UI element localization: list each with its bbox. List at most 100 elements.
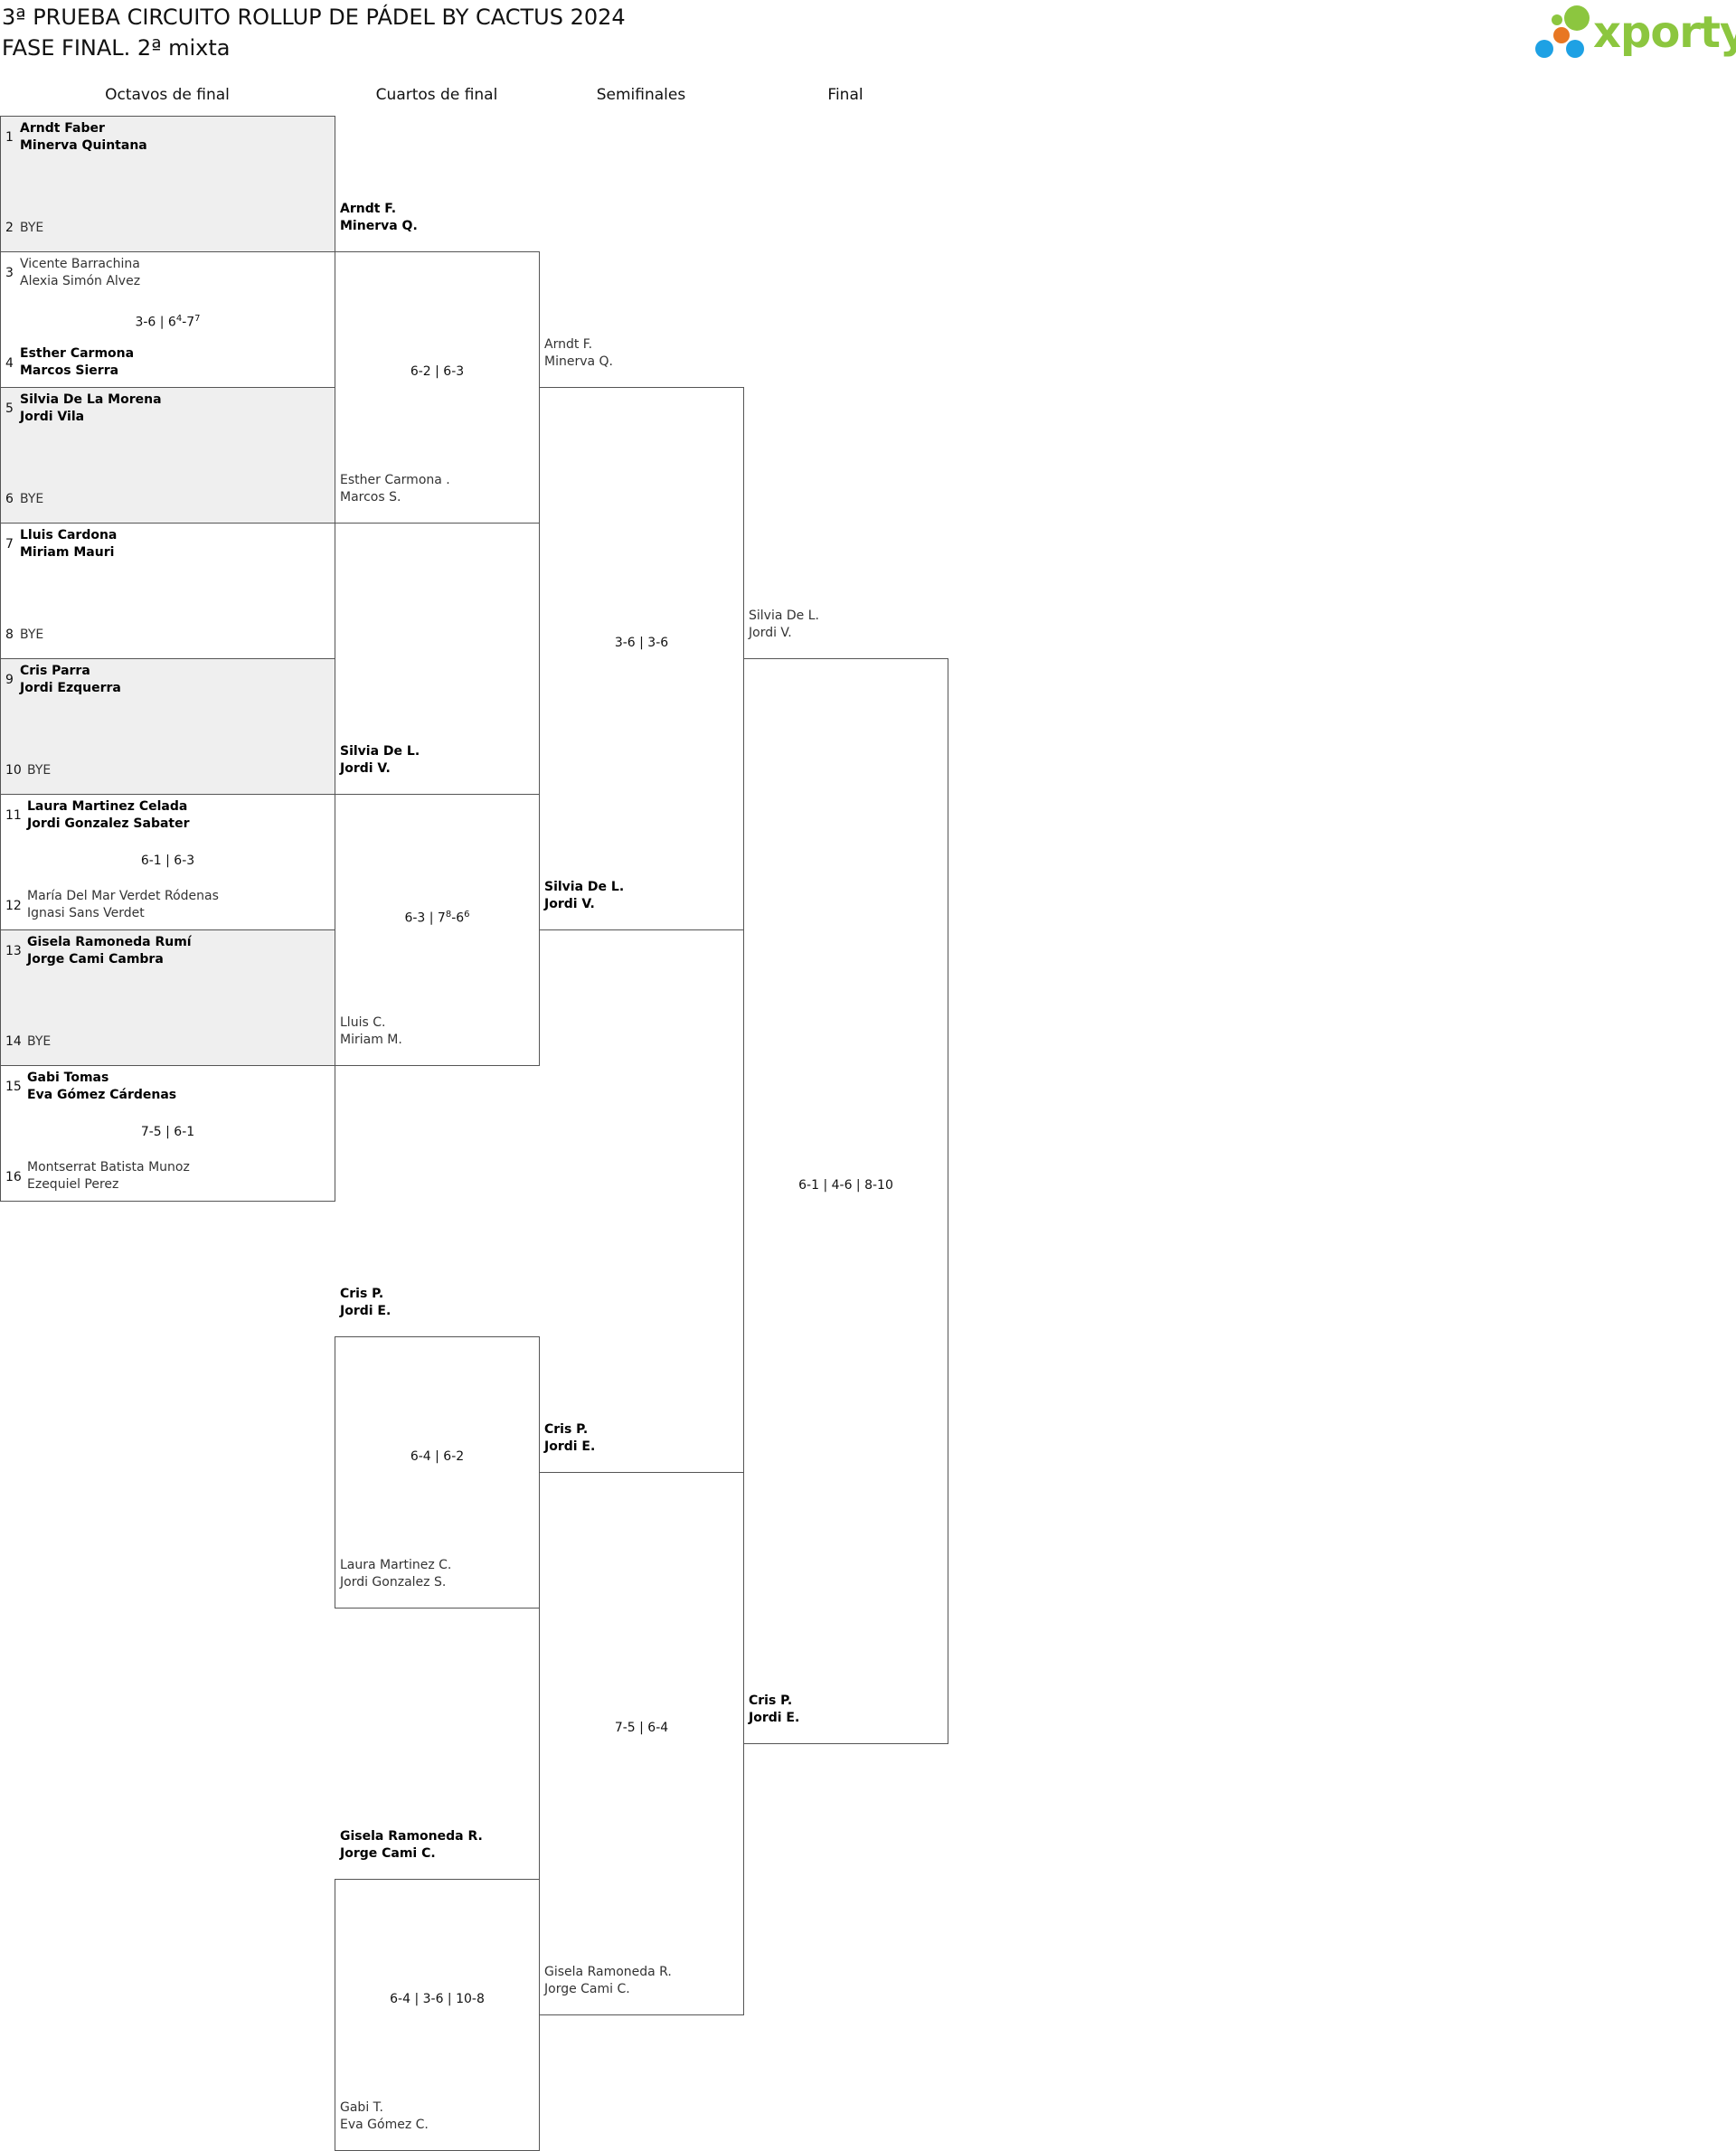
page-title: 3ª PRUEBA CIRCUITO ROLLUP DE PÁDEL BY CA… [2, 5, 626, 30]
final-pair-bottom: Jordi E. [749, 1711, 800, 1725]
qf-pair-top: Silvia De L. [340, 744, 420, 759]
bye-label: BYE [27, 1034, 52, 1049]
sf-pair-top: Cris P. [544, 1422, 589, 1437]
xporty-logo: xporty [1533, 4, 1736, 61]
match-score: 6-1 | 4-6 | 8-10 [798, 1178, 893, 1193]
r16-pair-top: Gabi Tomas [27, 1071, 109, 1085]
qf-pair-bottom: Gabi T. [340, 2100, 383, 2115]
round-header-qf: Cuartos de final [375, 86, 498, 104]
r16-pair-bottom: Esther Carmona [20, 346, 135, 361]
r16-pair-bottom: María Del Mar Verdet Ródenas [27, 889, 219, 903]
sf-match-box [539, 387, 744, 930]
qf-pair-top: Gisela Ramoneda R. [340, 1829, 483, 1844]
final-match-box [743, 658, 948, 1744]
seed-number: 5 [5, 401, 14, 416]
r16-pair-top: Vicente Barrachina [20, 257, 140, 271]
sf-pair-bottom: Silvia De L. [544, 880, 625, 894]
qf-pair-top: Jorge Cami C. [340, 1846, 436, 1861]
qf-pair-bottom: Eva Gómez C. [340, 2118, 429, 2132]
match-score: 3-6 | 3-6 [614, 636, 669, 650]
r16-pair-top: Jorge Cami Cambra [27, 952, 164, 967]
round-header-final: Final [827, 86, 863, 104]
match-score: 6-4 | 6-2 [410, 1449, 465, 1464]
seed-number: 8 [5, 627, 14, 642]
r16-pair-top: Jordi Gonzalez Sabater [27, 816, 190, 831]
sf-pair-top: Arndt F. [544, 337, 593, 352]
qf-pair-top: Jordi E. [340, 1304, 392, 1318]
seed-number: 1 [5, 130, 14, 145]
r16-match-box [0, 387, 335, 524]
sf-pair-top: Minerva Q. [544, 354, 613, 369]
r16-pair-top: Miriam Mauri [20, 545, 115, 560]
final-pair-bottom: Cris P. [749, 1693, 793, 1708]
logo-dot-orange [1553, 27, 1570, 43]
sf-pair-top: Jordi E. [544, 1439, 596, 1454]
logo-dot-blue-right [1566, 40, 1584, 58]
r16-pair-top: Jordi Ezquerra [20, 681, 121, 695]
seed-number: 15 [5, 1080, 22, 1094]
bye-label: BYE [20, 627, 44, 642]
match-score: 6-1 | 6-3 [140, 854, 195, 868]
seed-number: 11 [5, 808, 22, 823]
r16-match-box [0, 1065, 335, 1202]
r16-match-box [0, 658, 335, 795]
seed-number: 7 [5, 537, 14, 552]
seed-number: 16 [5, 1170, 22, 1184]
sf-pair-bottom: Gisela Ramoneda R. [544, 1965, 672, 1979]
match-score: 6-3 | 78-66 [404, 910, 470, 926]
logo-dot-blue [1535, 40, 1553, 58]
logo-wordmark: xporty [1593, 7, 1736, 58]
match-score: 7-5 | 6-4 [614, 1721, 669, 1735]
qf-pair-bottom: Marcos S. [340, 490, 401, 505]
match-score: 3-6 | 64-77 [135, 314, 201, 330]
sf-match-box [539, 1472, 744, 2015]
r16-pair-bottom: Montserrat Batista Munoz [27, 1160, 190, 1175]
r16-pair-bottom: Marcos Sierra [20, 363, 119, 378]
bye-label: BYE [27, 763, 52, 778]
qf-pair-bottom: Jordi Gonzalez S. [340, 1575, 447, 1590]
r16-pair-top: Silvia De La Morena [20, 392, 162, 407]
seed-number: 13 [5, 944, 22, 958]
r16-pair-bottom: Ezequiel Perez [27, 1177, 119, 1192]
seed-number: 4 [5, 356, 14, 371]
sf-pair-bottom: Jordi V. [544, 897, 595, 911]
bye-label: BYE [20, 221, 44, 235]
bye-label: BYE [20, 492, 44, 506]
r16-pair-top: Minerva Quintana [20, 138, 147, 153]
sf-pair-bottom: Jorge Cami C. [544, 1982, 630, 1996]
page-header: 3ª PRUEBA CIRCUITO ROLLUP DE PÁDEL BY CA… [2, 2, 626, 63]
r16-pair-top: Arndt Faber [20, 121, 105, 136]
final-pair-top: Silvia De L. [749, 609, 819, 623]
page-subtitle: FASE FINAL. 2ª mixta [2, 35, 231, 61]
match-score: 7-5 | 6-1 [140, 1125, 195, 1139]
seed-number: 3 [5, 266, 14, 280]
r16-pair-top: Laura Martinez Celada [27, 799, 188, 814]
seed-number: 12 [5, 899, 22, 913]
r16-match-box [0, 929, 335, 1066]
final-pair-top: Jordi V. [749, 626, 792, 640]
seed-number: 6 [5, 492, 14, 506]
qf-pair-top: Jordi V. [340, 761, 391, 776]
qf-pair-bottom: Laura Martinez C. [340, 1558, 452, 1572]
qf-pair-top: Minerva Q. [340, 219, 418, 233]
r16-pair-top: Lluis Cardona [20, 528, 118, 542]
seed-number: 2 [5, 221, 14, 235]
r16-pair-top: Eva Gómez Cárdenas [27, 1088, 177, 1102]
qf-pair-top: Cris P. [340, 1287, 384, 1301]
r16-pair-top: Jordi Vila [20, 410, 85, 424]
qf-pair-bottom: Miriam M. [340, 1033, 402, 1047]
r16-pair-bottom: Ignasi Sans Verdet [27, 906, 145, 920]
qf-pair-top: Arndt F. [340, 202, 397, 216]
seed-number: 14 [5, 1034, 22, 1049]
logo-dot-green [1564, 5, 1590, 31]
logo-dot-green-small [1552, 14, 1562, 25]
round-header-sf: Semifinales [596, 86, 686, 104]
r16-match-box [0, 116, 335, 252]
match-score: 6-2 | 6-3 [410, 364, 465, 379]
r16-pair-top: Cris Parra [20, 664, 90, 678]
r16-pair-top: Gisela Ramoneda Rumí [27, 935, 192, 949]
qf-pair-bottom: Esther Carmona . [340, 473, 450, 487]
seed-number: 10 [5, 763, 22, 778]
match-score: 6-4 | 3-6 | 10-8 [390, 1992, 485, 2006]
round-header-r16: Octavos de final [105, 86, 230, 104]
